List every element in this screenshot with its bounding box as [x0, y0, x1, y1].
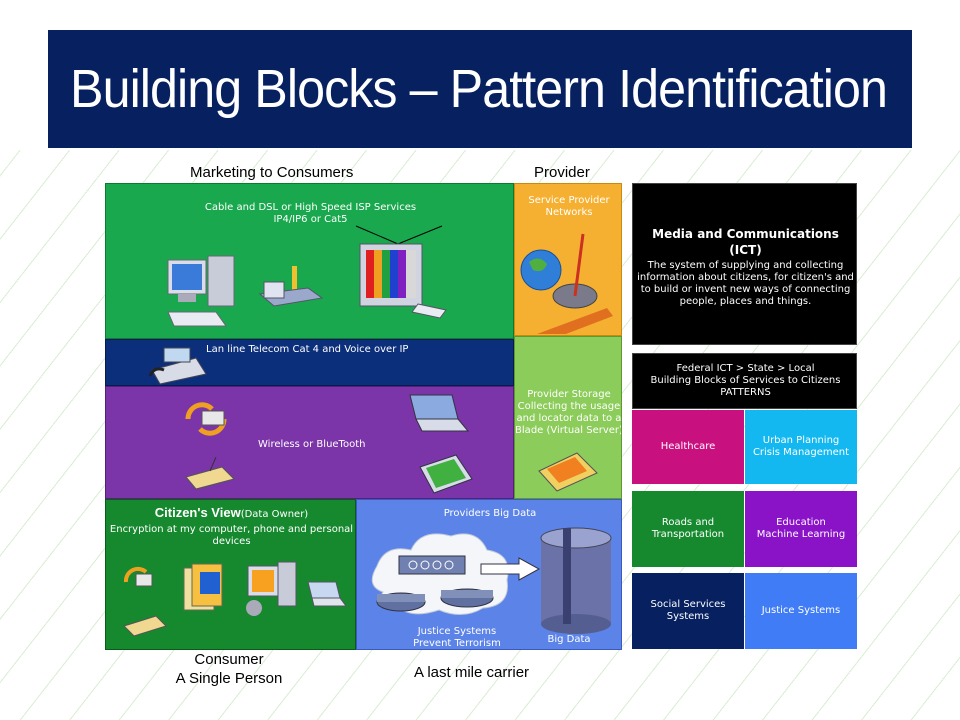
spn-line1: Service Provider [528, 195, 610, 206]
federal-line2: Building Blocks of Services to Citizens [650, 375, 841, 386]
last-mile-label: A last mile carrier [414, 664, 530, 681]
citizen-small: (Data Owner) [240, 509, 309, 520]
pda-icon [185, 457, 235, 490]
citizen-heading: Citizen's View(Data Owner) [106, 505, 355, 522]
blade-server-icon [538, 452, 598, 492]
justice-line2: Prevent Terrorism [413, 638, 501, 649]
storage-line4: Blade (Virtual Server) [515, 425, 622, 436]
ict-desc-line1: The system of supplying and collecting [647, 260, 844, 271]
satellite-dish-icon [520, 233, 613, 334]
storage-line3: and locator data to a [516, 413, 622, 424]
healthcare-label: Healthcare [660, 441, 716, 452]
title-bar: Building Blocks – Pattern Identification [48, 30, 912, 148]
sync-arrows-icon [185, 402, 227, 436]
storage-line2: Collecting the usage [517, 401, 621, 412]
laptop-icon [409, 394, 470, 432]
justice-line1: Justice Systems [417, 626, 497, 637]
database-cylinder-icon [540, 527, 612, 634]
social-line2: Systems [666, 611, 710, 622]
marketing-label: Marketing to Consumers [190, 164, 354, 181]
citizen-line2: Encryption at my computer, phone and per… [109, 524, 354, 535]
roads-line1: Roads and [661, 517, 715, 528]
ict-block: Media and Communications (ICT) The syste… [632, 183, 857, 345]
provider-storage-block: Provider Storage Collecting the usage an… [514, 336, 622, 499]
justice-tile-label: Justice Systems [761, 605, 841, 616]
provider-label: Provider [534, 164, 590, 181]
small-computer-icon [246, 561, 297, 616]
justice-systems-tile: Justice Systems [745, 573, 857, 649]
citizen-line3: devices [212, 536, 251, 547]
bigdata-top: Providers Big Data [443, 508, 537, 519]
files-icon [183, 563, 223, 611]
spn-line2: Networks [545, 207, 593, 218]
urban-line2: Crisis Management [752, 447, 850, 458]
citizens-view-block: Citizen's View(Data Owner) Encryption at… [105, 499, 356, 650]
isp-line1: Cable and DSL or High Speed ISP Services [204, 202, 417, 213]
pointer-lines [355, 225, 443, 244]
education-line1: Education [776, 517, 826, 528]
urban-planning-tile: Urban Planning Crisis Management [745, 410, 857, 484]
ict-desc-line4: people, places and things. [679, 296, 812, 307]
citizen-bold: Citizen's View [154, 505, 241, 520]
bigdata-label: Big Data [547, 634, 591, 645]
router-icon [258, 266, 324, 307]
small-sync-icon [123, 566, 153, 587]
providers-big-data-block: Providers Big Data Justice Systems Preve… [356, 499, 622, 650]
desktop-computer-icon [167, 255, 235, 327]
roads-line2: Transportation [651, 529, 725, 540]
social-services-tile: Social Services Systems [632, 573, 744, 649]
social-line1: Social Services [650, 599, 726, 610]
television-icon [359, 243, 447, 319]
telephone-icon [148, 347, 207, 385]
isp-services-block: Cable and DSL or High Speed ISP Services… [105, 183, 514, 339]
service-provider-networks-block: Service Provider Networks [514, 183, 622, 336]
consumer-label-line1: Consumer [194, 651, 264, 668]
federal-line3: PATTERNS [720, 387, 771, 398]
education-line2: Machine Learning [756, 529, 846, 540]
federal-line1: Federal ICT > State > Local [676, 363, 815, 374]
ict-heading-line1: Media and Communications [652, 227, 839, 241]
roads-transportation-tile: Roads and Transportation [632, 491, 744, 567]
wireless-text: Wireless or BlueTooth [258, 439, 366, 450]
ict-heading-line2: (ICT) [729, 243, 762, 257]
ict-desc-line3: to build or invent new ways of connectin… [640, 284, 851, 295]
cloud-network-icon [371, 533, 509, 615]
storage-line1: Provider Storage [527, 389, 611, 400]
consumer-label-line2: A Single Person [175, 670, 283, 687]
arrow-icon [480, 557, 541, 581]
small-pda-icon [123, 615, 167, 637]
healthcare-tile: Healthcare [632, 410, 744, 484]
education-tile: Education Machine Learning [745, 491, 857, 567]
small-laptop-icon [307, 581, 347, 607]
federal-patterns-block: Federal ICT > State > Local Building Blo… [632, 353, 857, 409]
ict-desc-line2: information about citizens, for citizen'… [637, 272, 854, 283]
wireless-bluetooth-block: Wireless or BlueTooth [105, 386, 514, 499]
lan-text: Lan line Telecom Cat 4 and Voice over IP [206, 344, 409, 355]
slide-title: Building Blocks – Pattern Identification [70, 59, 888, 119]
tablet-icon [419, 454, 473, 494]
lan-telecom-block: Lan line Telecom Cat 4 and Voice over IP [105, 339, 514, 386]
isp-line2: IP4/IP6 or Cat5 [273, 214, 348, 225]
urban-line1: Urban Planning [762, 435, 840, 446]
